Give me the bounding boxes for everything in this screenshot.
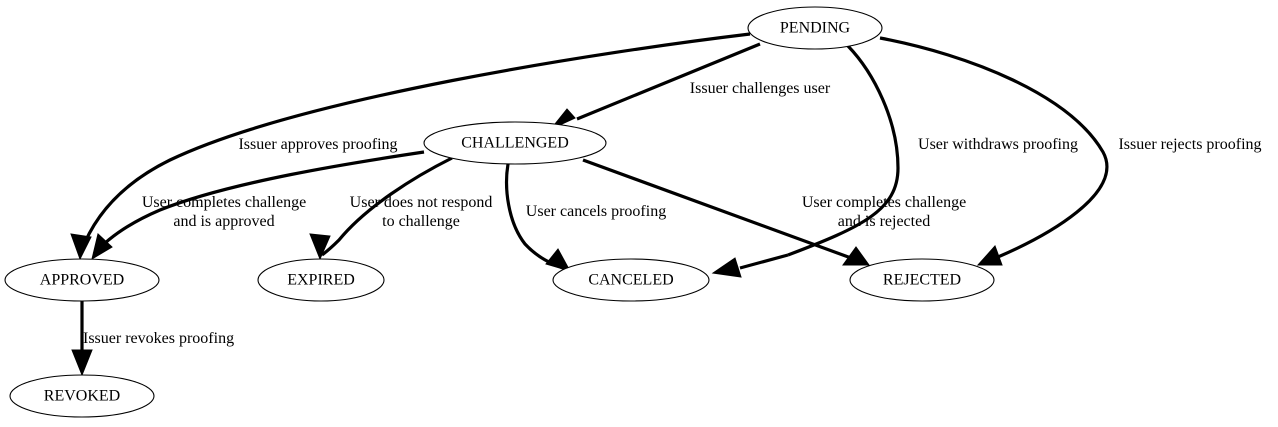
edge-label-pending-canceled: User withdraws proofing [918, 136, 1078, 153]
edge-path [787, 44, 900, 257]
node-label: CANCELED [588, 272, 673, 289]
arrowhead-icon [711, 257, 742, 278]
arrowhead-icon [70, 233, 92, 261]
node-label: EXPIRED [287, 272, 355, 289]
edge-path [582, 158, 863, 264]
edge-label-challenged-expired-line2: to challenge [382, 213, 460, 230]
edge-pending-rejected [879, 36, 1109, 266]
node-ellipse [552, 258, 710, 302]
node-ellipse [423, 121, 607, 165]
node-challenged[interactable]: CHALLENGED [423, 121, 607, 165]
arrowhead-icon [309, 233, 331, 261]
edge-label-challenged-rejected-line1: User completes challenge [802, 194, 966, 211]
arrowhead-icon [976, 245, 1003, 266]
arrowhead-icon [91, 233, 113, 261]
edge-path [79, 32, 751, 253]
node-label: CHALLENGED [461, 135, 569, 152]
edge-label-challenged-rejected-line2: and is rejected [838, 213, 930, 230]
edge-label-pending-challenged: Issuer challenges user [690, 80, 831, 97]
edge-challenged-canceled [505, 163, 572, 272]
edge-path-tail [739, 253, 789, 270]
node-label: APPROVED [40, 272, 124, 289]
node-rejected[interactable]: REJECTED [849, 258, 995, 302]
edge-path [879, 36, 1109, 264]
arrowhead-icon [545, 248, 572, 272]
node-approved[interactable]: APPROVED [4, 258, 160, 302]
edge-path [576, 42, 761, 121]
node-canceled[interactable]: CANCELED [552, 258, 710, 302]
node-ellipse [849, 258, 995, 302]
edge-label-pending-approved: Issuer approves proofing [238, 136, 397, 153]
node-label: REVOKED [44, 388, 120, 405]
edge-label-challenged-canceled: User cancels proofing [526, 203, 666, 220]
edge-label-pending-rejected: Issuer rejects proofing [1118, 136, 1261, 153]
edge-label-challenged-approved-line2: and is approved [173, 213, 274, 230]
edge-challenged-expired [309, 156, 453, 261]
arrowhead-icon [842, 246, 870, 266]
arrowhead-icon [71, 349, 93, 377]
edge-pending-canceled [711, 44, 900, 278]
node-ellipse [4, 258, 160, 302]
edge-label-approved-revoked: Issuer revokes proofing [83, 330, 234, 347]
node-label: PENDING [780, 20, 851, 37]
node-ellipse [9, 374, 155, 418]
edge-pending-approved [70, 32, 751, 261]
edge-label-challenged-expired-line1: User does not respond [350, 194, 493, 211]
node-ellipse [747, 6, 883, 50]
node-ellipse [257, 258, 385, 302]
node-revoked[interactable]: REVOKED [9, 374, 155, 418]
edge-path [92, 150, 425, 256]
edge-path [321, 156, 453, 257]
node-pending[interactable]: PENDING [747, 6, 883, 50]
node-label: REJECTED [883, 272, 961, 289]
edge-label-challenged-approved-line1: User completes challenge [142, 194, 306, 211]
edge-challenged-approved [91, 150, 425, 261]
edge-challenged-rejected [582, 158, 870, 266]
node-expired[interactable]: EXPIRED [257, 258, 385, 302]
edge-approved-revoked [71, 301, 93, 377]
